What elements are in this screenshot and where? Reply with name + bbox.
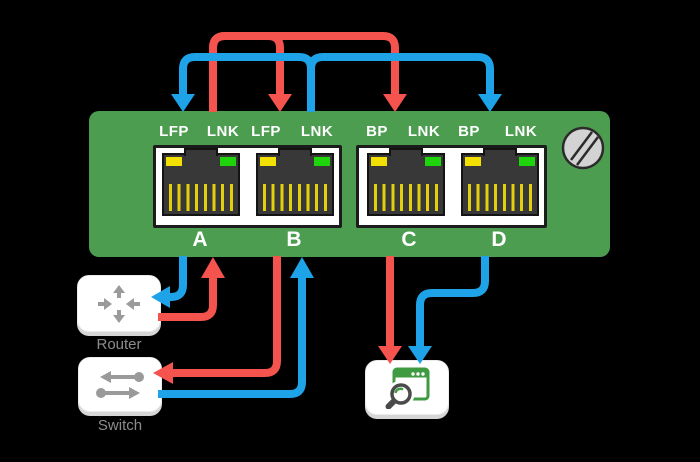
lfp-led <box>166 157 182 166</box>
arrow-red-b-to-switch <box>173 256 281 377</box>
router-label: Router <box>96 336 142 353</box>
rj45-port-d <box>461 148 539 216</box>
rj45-pins <box>169 184 233 211</box>
bp-led <box>371 157 387 166</box>
lnk-led <box>519 157 535 166</box>
arrow-red-a-to-c <box>209 32 399 112</box>
port-a-letter: A <box>192 228 208 251</box>
analyzer-box <box>365 360 449 415</box>
arrow-red-router-to-a <box>158 278 217 321</box>
port-d-lnk-label: LNK <box>504 123 538 140</box>
rj45-notch <box>184 148 218 156</box>
arrow-red-a-to-b <box>209 32 284 112</box>
port-d-bp-label: BP <box>458 123 480 140</box>
router-box <box>77 275 161 332</box>
port-b-lnk-label: LNK <box>300 123 334 140</box>
lnk-led <box>425 157 441 166</box>
bp-led <box>465 157 481 166</box>
arrow-blue-d-to-analyzer <box>416 256 489 348</box>
rj45-pins <box>263 184 327 211</box>
switch-icon <box>96 370 144 399</box>
screw-icon <box>561 126 605 170</box>
arrow-blue-a-to-router <box>170 256 187 301</box>
router-icon <box>98 284 140 323</box>
port-c-lnk-label: LNK <box>407 123 441 140</box>
lnk-led <box>314 157 330 166</box>
arrow-blue-b-to-d <box>307 53 494 112</box>
lnk-led <box>220 157 236 166</box>
lfp-led <box>260 157 276 166</box>
port-c-letter: C <box>401 228 417 251</box>
switch-label: Switch <box>97 417 143 434</box>
rj45-notch <box>483 148 517 156</box>
rj45-port-a <box>162 148 240 216</box>
port-a-lfp-label: LFP <box>159 123 189 140</box>
port-a-lnk-label: LNK <box>206 123 240 140</box>
arrow-blue-switch-to-b <box>158 278 306 398</box>
port-b-lfp-label: LFP <box>251 123 281 140</box>
arrow-blue-b-to-a <box>179 53 315 112</box>
switch-box <box>78 357 162 412</box>
traffic-analyzer-icon <box>385 367 430 409</box>
rj45-notch <box>389 148 423 156</box>
rj45-port-b <box>256 148 334 216</box>
port-b-letter: B <box>286 228 302 251</box>
rj45-notch <box>278 148 312 156</box>
tap-panel: LFP LNK LFP LNK BP LNK BP LNK <box>89 111 610 257</box>
rj45-pins <box>468 184 532 211</box>
port-c-bp-label: BP <box>366 123 388 140</box>
rj45-pins <box>374 184 438 211</box>
rj45-port-c <box>367 148 445 216</box>
port-d-letter: D <box>491 228 507 251</box>
